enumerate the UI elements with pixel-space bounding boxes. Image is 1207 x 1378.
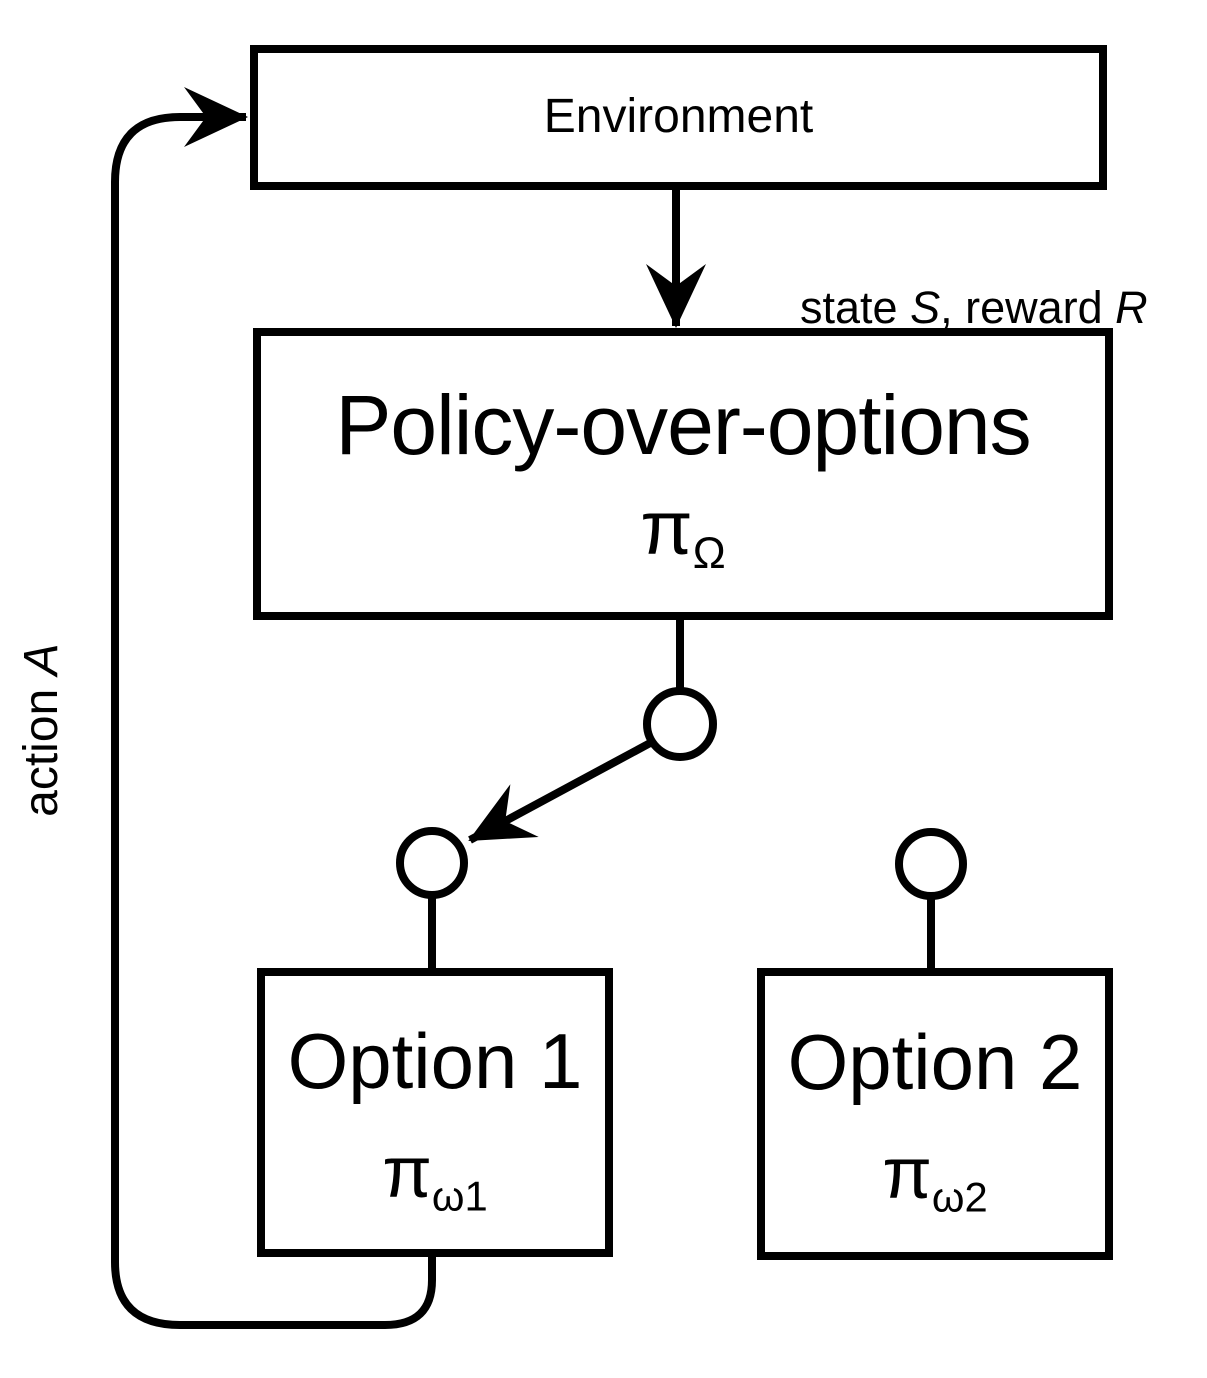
state-reward-label: state S, reward R [750, 233, 1148, 382]
pi-symbol: π [382, 1132, 432, 1213]
environment-node: Environment [250, 45, 1107, 190]
option2-node: Option 2 πω2 [757, 968, 1113, 1260]
policy-over-options-symbol: πΩ [640, 487, 725, 596]
action-loop-edge [111, 87, 436, 1329]
pi-symbol: π [882, 1134, 932, 1215]
action-var: A [14, 643, 68, 676]
pi-subscript: ω1 [431, 1172, 488, 1220]
option1-label: Option 1 [287, 1016, 583, 1105]
option2-initiation-node [895, 828, 967, 900]
reward-var: R [1115, 281, 1148, 333]
state-reward-text-2: , reward [940, 281, 1116, 333]
option2-symbol: πω2 [882, 1135, 988, 1236]
option1-symbol: πω1 [382, 1132, 488, 1235]
policy-over-options-node: Policy-over-options πΩ [253, 328, 1113, 620]
action-text: action [14, 675, 68, 817]
pi-symbol: π [640, 486, 693, 572]
option1-initiation-node [396, 827, 468, 899]
option-selector-node [643, 687, 717, 761]
environment-label: Environment [543, 90, 814, 144]
option1-node: Option 1 πω1 [257, 968, 613, 1257]
state-var: S [910, 281, 941, 333]
option2-label: Option 2 [787, 1018, 1083, 1107]
state-reward-text-1: state [800, 281, 911, 333]
action-label: action A [0, 643, 121, 870]
pi-subscript: Ω [692, 529, 726, 579]
selector-to-option1-edge [468, 738, 654, 844]
policy-over-options-label: Policy-over-options [335, 378, 1031, 473]
pi-subscript: ω2 [931, 1173, 988, 1221]
